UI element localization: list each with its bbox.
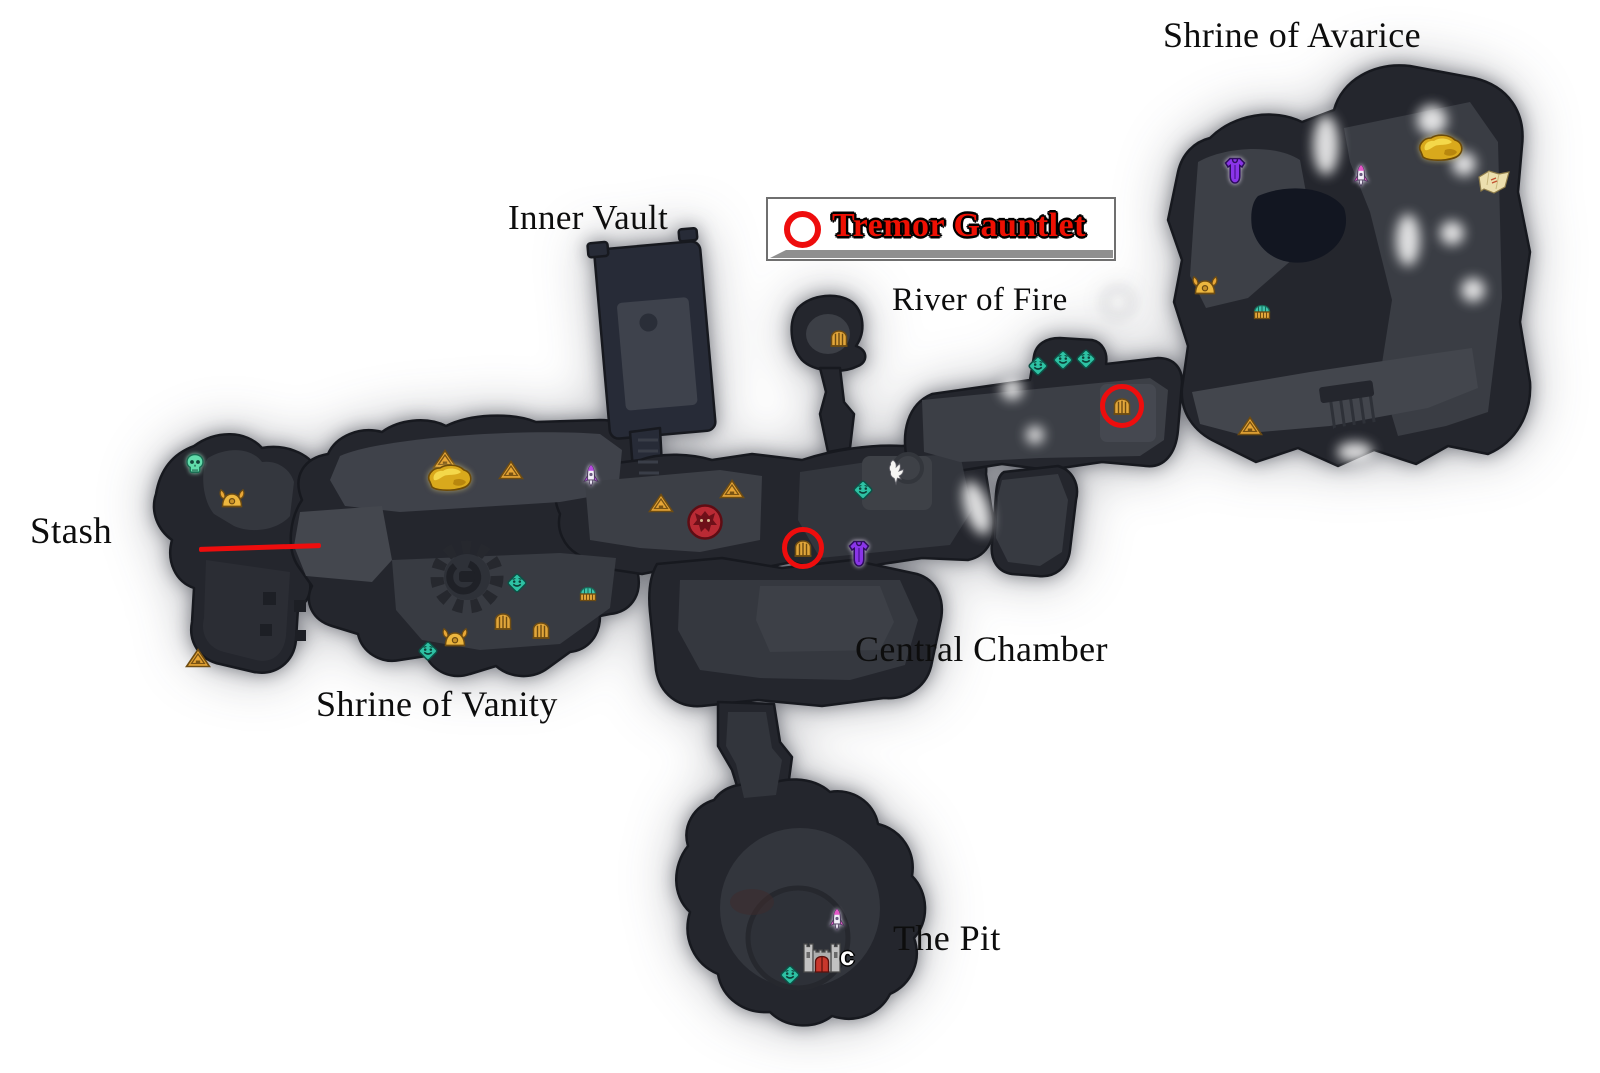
demon-icon [686, 503, 724, 541]
label-central-chamber: Central Chamber [855, 629, 1108, 669]
label-shrine-of-vanity: Shrine of Vanity [316, 684, 558, 724]
label-shrine-of-avarice: Shrine of Avarice [1163, 15, 1422, 55]
diamond-icon [1052, 349, 1074, 371]
label-inner-vault: Inner Vault [508, 198, 669, 237]
tremor-gauntlet-circle-1 [782, 527, 824, 569]
gate-icon [829, 329, 849, 348]
label-the-pit: The Pit [893, 918, 1001, 958]
gate-icon [493, 612, 513, 631]
helmet-icon [218, 486, 246, 510]
pyramid-icon [185, 648, 211, 668]
dragon-icon [886, 458, 906, 486]
label-river-of-fire: River of Fire [892, 282, 1068, 318]
tremor-gauntlet-circle-2 [1100, 384, 1144, 428]
castle-icon [801, 940, 843, 974]
pyramid-icon [719, 479, 745, 499]
helmet-icon [1191, 273, 1219, 297]
helmet-icon [441, 625, 469, 649]
diamond-icon [506, 572, 528, 594]
diamond-icon [1075, 348, 1097, 370]
pyramid-icon [648, 493, 674, 513]
legend-box: Tremor Gauntlet [766, 197, 1116, 261]
diamond-icon [1027, 355, 1049, 377]
legend-circle-icon [784, 211, 821, 248]
rocket-icon [1353, 164, 1369, 190]
armor-icon [847, 538, 871, 568]
pyramid-icon [1237, 416, 1263, 436]
skull-icon [184, 452, 206, 474]
gate-icon [531, 621, 551, 640]
nugget-icon [424, 462, 474, 494]
label-stash: Stash [30, 511, 113, 552]
rocket-icon [829, 908, 845, 934]
diamond-icon [779, 964, 801, 986]
light-glow-spots [962, 105, 1485, 535]
nugget-icon [1415, 132, 1465, 164]
pit-letter-marker: c [840, 941, 855, 971]
chest-icon [1252, 303, 1272, 321]
scroll-icon [1477, 168, 1511, 196]
map-floors [202, 102, 1502, 991]
armor-icon [1223, 155, 1247, 185]
pyramid-icon [498, 460, 524, 480]
legend-title: Tremor Gauntlet [832, 207, 1086, 244]
chest-icon [578, 585, 598, 603]
diamond-icon [852, 479, 874, 501]
diamond-icon [417, 640, 439, 662]
rocket-icon [583, 464, 599, 490]
